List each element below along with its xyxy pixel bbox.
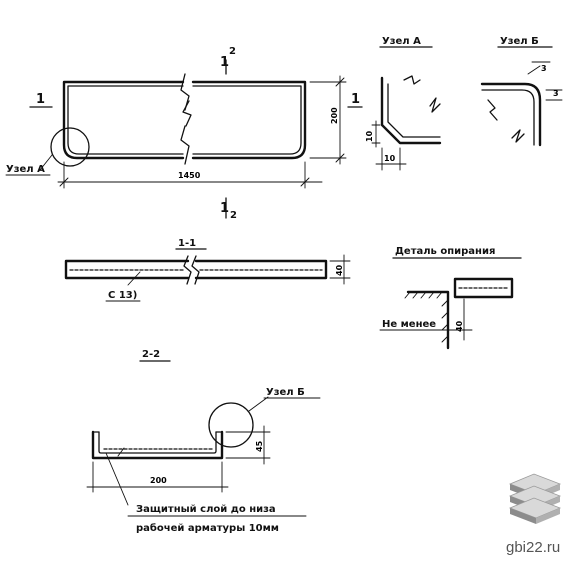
plan-height-dim: 200	[330, 107, 339, 124]
side-section-mark-right: 1	[351, 92, 360, 107]
section-2-2: 2-2 Узел Б 45 200 Защитный слой до низа …	[86, 349, 321, 534]
cut-marker-top: 1	[220, 55, 229, 70]
node-a-detail: Узел А 10 10	[365, 36, 442, 171]
support-min-value: 40	[455, 320, 464, 332]
section-1-1-height-dim: 40	[335, 264, 344, 276]
cut-marker-bottom-sub: 2	[230, 210, 237, 221]
watermark-text: gbi22.ru	[506, 539, 560, 556]
plan-length-dim: 1450	[178, 171, 201, 180]
node-a-callout-circle	[50, 127, 90, 167]
support-min-label: Не менее	[382, 319, 436, 330]
support-detail-title: Деталь опирания	[395, 246, 495, 257]
side-section-mark: 1	[36, 92, 45, 107]
section-2-2-depth-dim: 45	[255, 440, 264, 452]
cut-marker-top-sup: 2	[229, 46, 236, 57]
section-1-1-title: 1-1	[178, 238, 196, 249]
node-a-title: Узел А	[382, 36, 421, 47]
node-b-dim-side: 3	[553, 89, 559, 98]
node-a-dim-vertical: 10	[365, 130, 374, 142]
section-2-2-note-line2: рабочей арматуры 10мм	[136, 522, 279, 534]
support-detail: Деталь опирания 40 Не менее	[379, 246, 522, 350]
section-2-2-width-dim: 200	[150, 476, 167, 485]
cut-marker-bottom: 1	[220, 201, 229, 216]
node-b-title: Узел Б	[500, 36, 539, 47]
section-1-1: 1-1 С 13) 40	[64, 238, 351, 302]
node-a-dim-horizontal: 10	[384, 154, 396, 163]
plan-view: Узел А 1 1 2 1 2 1450 200 1	[5, 46, 363, 221]
node-a-callout-label: Узел А	[6, 164, 45, 175]
stacked-slabs-logo-icon	[508, 473, 562, 524]
node-b-dim-top: 3	[541, 64, 547, 73]
section-2-2-note-line1: Защитный слой до низа	[136, 504, 276, 515]
node-b-callout-circle	[208, 402, 254, 448]
node-b-detail: Узел Б 3 3	[480, 36, 563, 147]
section-2-2-title: 2-2	[142, 349, 160, 360]
section-1-1-bar-label: С 13)	[108, 290, 137, 301]
node-b-callout-label: Узел Б	[266, 387, 305, 398]
